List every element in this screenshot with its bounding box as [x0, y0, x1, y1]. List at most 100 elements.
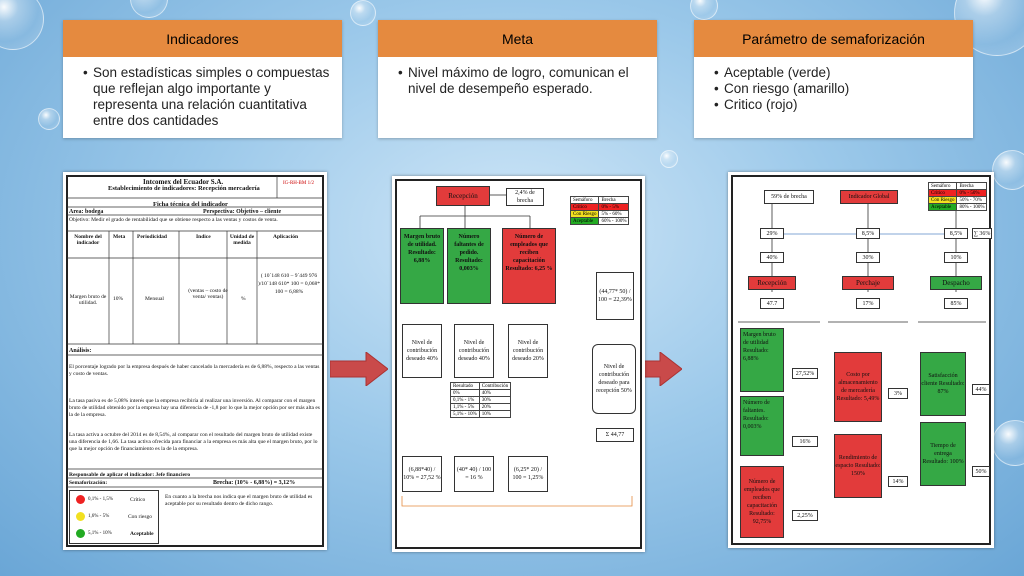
area-perchaje: Perchaje [842, 276, 894, 290]
card-title: Indicadores [63, 20, 342, 57]
kpi-val: 16% [792, 436, 818, 447]
mini-cell: 20% [478, 403, 512, 411]
diagram-frame [395, 179, 642, 549]
ficha-col-nombre: Nombre del indicador [74, 234, 102, 246]
contrib-box: Nivel de contribución deseado 20% [508, 324, 548, 378]
sem-label: Con riesgo [128, 514, 152, 520]
card-bullet: Critico (rojo) [714, 97, 963, 113]
card-bullet: Son estadísticas simples o compuestas qu… [83, 65, 332, 129]
card-bullet: Aceptable (verde) [714, 65, 963, 81]
kpi-val: 2,25% [792, 510, 818, 521]
area-val: 85% [944, 298, 968, 309]
kpi-box: Margen bruto de utilidad Resultado: 6,88… [740, 328, 784, 392]
right-arrow-icon [330, 352, 388, 386]
bubble-decoration [350, 0, 376, 26]
global-brecha: 59% de brecha [764, 190, 814, 204]
brecha-box: 2,4% de brecha [506, 188, 544, 206]
kpi-box: Rendimiento de espacio Resultado: 150% [834, 434, 882, 498]
ficha-objetivo: Objetivo: Medir el grado de rentabilidad… [69, 217, 278, 223]
ficha-val-meta: 10% [113, 296, 124, 302]
mini-cell: 40% [478, 389, 512, 397]
ficha-val-nombre: Margen bruto de utilidad. [69, 294, 107, 306]
mini-cell: 1,1% - 5% [450, 403, 480, 411]
ficha-col-aplicacion: Aplicación [273, 234, 299, 240]
card-indicadores: Indicadores Son estadísticas simples o c… [63, 20, 342, 138]
bubble-decoration [690, 0, 718, 20]
contrib-box: Nivel de contribución deseado 40% [454, 324, 494, 378]
sem-range: 5,1% - 10% [88, 531, 112, 536]
ficha-brecha: Brecha: (10% - 6,88%) = 3,12% [213, 480, 296, 486]
mini-cell: 0% [450, 389, 480, 397]
kpi-val: 27,52% [792, 368, 818, 379]
sem-label: Crítico [130, 497, 146, 503]
ficha-tecnica-panel: Intcomex del Ecuador S.A. Establecimient… [63, 172, 327, 550]
kpi-box: Número de faltantes. Resultado: 0,003% [740, 396, 784, 456]
card-meta: Meta Nivel máximo de logro, comunican el… [378, 20, 657, 138]
ficha-title: Intcomex del Ecuador S.A. [143, 178, 224, 186]
ficha-comentario: En cuanto a la brecha nos indica que el … [165, 494, 313, 507]
ficha-val-periodicidad: Mensual [145, 296, 164, 302]
calc-box: Nivel de contribución deseado para recep… [592, 344, 636, 414]
ficha-col-periodicidad: Periodicidad [137, 234, 167, 240]
kpi-margen: Margen bruto de utilidad. Resultado: 6,8… [400, 228, 444, 304]
legend-cell: 80% - 100% [956, 203, 988, 211]
card-bullet: Nivel máximo de logro, comunican el nive… [398, 65, 647, 97]
mini-cell: Resultado [450, 382, 480, 390]
kpi-val: 3% [888, 388, 908, 399]
sum-box: Σ 44,77 [596, 428, 634, 442]
bubble-decoration [130, 0, 168, 18]
legend-cell: 60% - 100% [598, 217, 630, 225]
calc-box: (44,77* 50) / 100 = 22,39% [596, 272, 634, 320]
kpi-box: Satisfacción cliente Resultado: 87% [920, 352, 966, 416]
kpi-val: 14% [888, 476, 908, 487]
card-title: Parámetro de semaforización [694, 20, 973, 57]
mini-cell: 0,1% - 1% [450, 396, 480, 404]
ficha-heading: Ficha técnica del indicador [153, 201, 228, 208]
legend-cell: 0% - 50% [956, 189, 988, 197]
area-val: 17% [856, 298, 880, 309]
mini-cell: 30% [478, 396, 512, 404]
contrib-pct: 10% [944, 252, 968, 263]
contrib-pct: 40% [760, 252, 784, 263]
ficha-analisis: Análisis: [69, 348, 92, 354]
legend-cell: Semáforo [927, 182, 958, 190]
legend-cell: Con Riesgo [927, 196, 958, 204]
semaforo-box: 0,1% - 1,5% Crítico 1,6% - 5% Con riesgo… [69, 490, 159, 544]
card-bullet: Con riesgo (amarillo) [714, 81, 963, 97]
kpi-faltantes: Número faltantes de pedido. Resultado: 0… [447, 228, 491, 304]
result-box: (6,88*40) / 10% = 27,52 % [402, 456, 442, 492]
ficha-perspectiva: Perspectiva: Objetivo – cliente [203, 209, 282, 215]
ficha-p3: La tasa activa a octubre del 2014 es de … [69, 432, 318, 452]
legend-cell: Aceptable [569, 217, 600, 225]
bubble-decoration [992, 150, 1024, 190]
ficha-frame [66, 175, 324, 547]
card-semaforizacion: Parámetro de semaforización Aceptable (v… [694, 20, 973, 138]
bubble-decoration [38, 108, 60, 130]
ficha-val-aplicacion: ( 10´148 610 – 9´449 976 )/10´148 610* 1… [258, 273, 320, 295]
legend-cell: Critico [927, 189, 958, 197]
area-despacho: Despacho [930, 276, 982, 290]
sem-label: Aceptable [130, 531, 154, 537]
mini-cell: 10% [478, 410, 512, 418]
kpi-box: Costo por almacenamiento de mercadería R… [834, 352, 882, 422]
card-title: Meta [378, 20, 657, 57]
area-val: 47.7 [760, 298, 784, 309]
legend-cell: Brecha [598, 196, 630, 204]
top-pct: 8,5% [856, 228, 880, 239]
legend-cell: 0% - 5% [598, 203, 630, 211]
ficha-semaforizacion: Semaforización: [69, 480, 108, 486]
kpi-capacitacion: Número de empleados que reciben capacita… [502, 228, 556, 304]
bubble-decoration [660, 150, 678, 168]
ficha-responsable: Responsable de aplicar el indicador: Jef… [69, 472, 191, 478]
area-recepcion: Recepción [748, 276, 796, 290]
sem-range: 1,6% - 5% [88, 514, 110, 519]
bubble-decoration [0, 0, 44, 50]
ficha-code: IG-RH-BM 1/2 [283, 181, 314, 186]
legend-cell: Brecha [956, 182, 988, 190]
kpi-box: Número de empleados que reciben capacita… [740, 466, 784, 538]
bubble-decoration [992, 420, 1024, 466]
ficha-val-indice: (ventas – costo de venta/ ventas) [188, 288, 228, 300]
node-recepcion: Recepción [436, 186, 490, 206]
